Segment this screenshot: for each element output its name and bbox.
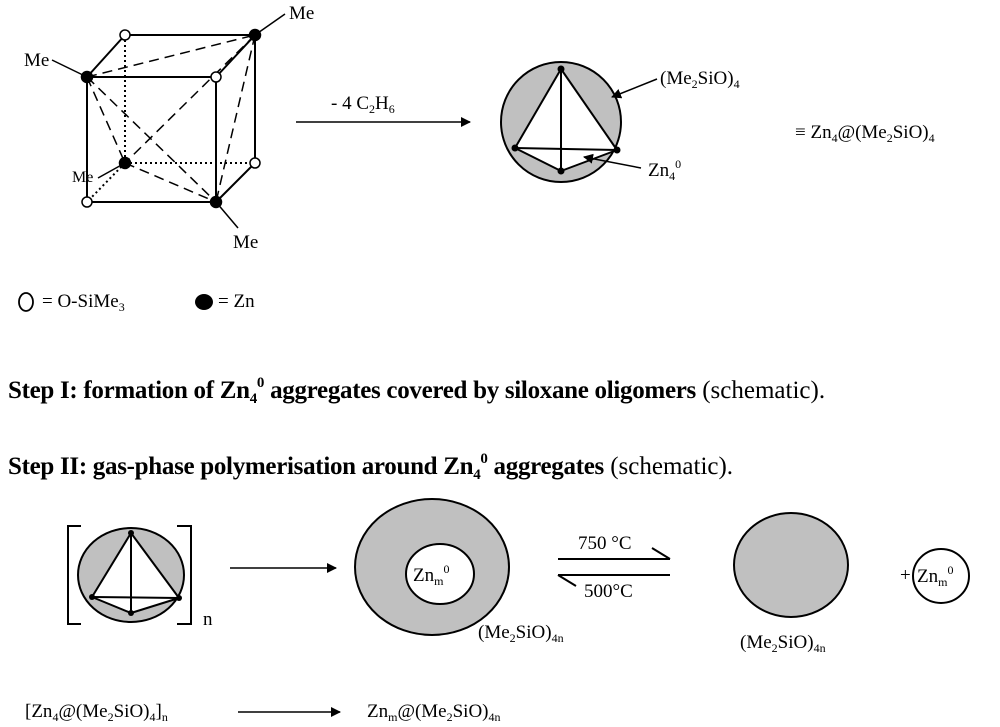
siloxane-label: (Me2SiO)4	[660, 68, 740, 91]
zn-atom	[209, 195, 223, 209]
znm-core	[405, 543, 475, 605]
zn-tetrahedron-atoms	[511, 65, 621, 175]
bracket-n-label: n	[203, 609, 213, 630]
filled-circle-icon	[195, 294, 213, 310]
step2-heading: Step II: gas-phase polymerisation around…	[8, 451, 734, 483]
me-label: Me	[24, 50, 50, 71]
me-label: Me	[72, 169, 94, 186]
core-shell-particle	[354, 498, 510, 636]
zn4-pointer-arrow	[583, 153, 642, 169]
legend-osime3: = O-SiMe3	[42, 291, 125, 314]
equilibrium-arrows	[557, 547, 671, 587]
forward-temperature: 750 °C	[578, 533, 632, 554]
plus-sign: +	[900, 565, 911, 586]
osime3-group	[210, 71, 222, 83]
zn-siloxide-cube	[51, 13, 286, 229]
siloxane-particle	[733, 512, 849, 618]
osime3-group	[119, 29, 131, 41]
shell-label: (Me2SiO)4n	[478, 622, 564, 645]
cube-atoms	[80, 28, 262, 209]
zn-atom	[248, 28, 262, 42]
summary-reactant: [Zn4@(Me2SiO)4]n	[25, 701, 168, 724]
open-circle-icon	[18, 292, 34, 312]
product-label: (Me2SiO)4n	[740, 632, 826, 655]
free-znm-label: Znm0	[917, 563, 954, 589]
me-label: Me	[233, 232, 259, 253]
zn-atom	[118, 156, 132, 170]
summary-product: Znm@(Me2SiO)4n	[367, 701, 501, 724]
legend-zn: = Zn	[218, 291, 255, 312]
osime3-group	[249, 157, 261, 169]
zn-atom	[80, 70, 94, 84]
zn4-siloxane-cluster	[500, 61, 658, 183]
zn4-label: Zn40	[648, 157, 682, 183]
bracketed-cluster	[67, 525, 192, 625]
cube-front-face	[86, 76, 217, 203]
equivalence-formula: ≡ Zn4@(Me2SiO)4	[795, 122, 935, 145]
reverse-temperature: 500°C	[584, 581, 633, 602]
znm-core-label: Znm0	[413, 562, 450, 588]
siloxane-pointer-arrow	[611, 78, 658, 99]
step1-heading: Step I: formation of Zn40 aggregates cov…	[8, 375, 826, 407]
me-label: Me	[289, 3, 315, 24]
ethane-loss-label: - 4 C2H6	[331, 93, 395, 116]
free-znm-particle	[912, 548, 970, 604]
osime3-group	[81, 196, 93, 208]
